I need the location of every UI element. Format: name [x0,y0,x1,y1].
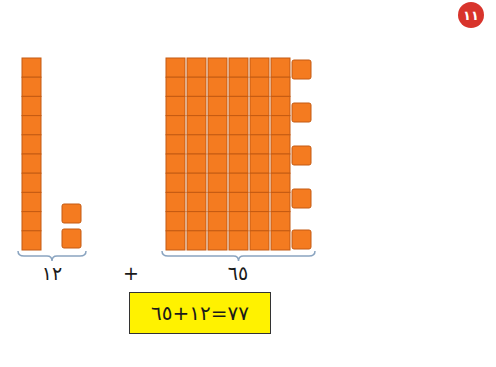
rod-cell [250,58,269,77]
rod-cell [187,58,206,77]
ten-rod [208,58,227,250]
rod-cell [229,96,248,115]
brace [18,251,86,261]
number-label: ٦٥ [228,262,248,284]
ten-rod [229,58,248,250]
rod-cell [166,192,185,211]
rod-cell [187,77,206,96]
rod-cell [229,116,248,135]
rod-cell [229,192,248,211]
rod-cell [166,116,185,135]
rod-cell [187,116,206,135]
rod-cell [229,77,248,96]
rod-cell [166,58,185,77]
rod-cell [22,212,41,231]
rod-cell [271,116,290,135]
rod-cell [271,58,290,77]
rod-cell [271,77,290,96]
number-label: ١٢ [42,262,62,284]
rod-cell [187,212,206,231]
rod-cell [22,116,41,135]
rod-cell [208,77,227,96]
rod-cell [250,192,269,211]
brace [162,251,315,261]
unit-cube [292,189,311,208]
exercise-number-text: ١١ [463,8,479,23]
rod-cell [250,77,269,96]
rod-cell [229,58,248,77]
unit-cube [292,103,311,122]
rod-cell [187,96,206,115]
rod-cell [208,58,227,77]
ten-rod [250,58,269,250]
rod-cell [22,173,41,192]
rod-cell [22,154,41,173]
rod-cell [229,212,248,231]
rod-cell [187,154,206,173]
rod-cell [250,116,269,135]
rod-cell [22,96,41,115]
unit-cube [62,229,81,248]
rod-cell [187,135,206,154]
rod-cell [250,231,269,250]
rod-cell [250,96,269,115]
rod-cell [271,154,290,173]
rod-cell [208,96,227,115]
rod-cell [22,77,41,96]
unit-cube [292,146,311,165]
rod-cell [271,135,290,154]
rod-cell [250,154,269,173]
rod-cell [208,116,227,135]
rod-cell [208,231,227,250]
ten-rod [166,58,185,250]
rod-cell [166,154,185,173]
unit-cube [62,204,81,223]
rod-cell [208,192,227,211]
rod-cell [22,231,41,250]
rod-cell [166,135,185,154]
rod-cell [208,135,227,154]
rod-cell [22,135,41,154]
unit-cube [292,230,311,249]
rod-cell [271,231,290,250]
rod-cell [166,77,185,96]
rod-cell [271,192,290,211]
rod-cell [271,173,290,192]
ten-rod [22,58,41,250]
rod-cell [271,212,290,231]
rod-cell [166,231,185,250]
equation-box-text: ٧٧=١٢+٦٥ [151,301,249,325]
rod-cell [22,192,41,211]
equation-box: ٧٧=١٢+٦٥ [129,292,271,334]
rod-cell [229,154,248,173]
exercise-number: ١١ [458,2,484,28]
rod-cell [229,135,248,154]
plus-sign: + [123,262,139,284]
rod-cell [208,212,227,231]
rod-cell [208,173,227,192]
rod-cell [250,173,269,192]
ten-rod [271,58,290,250]
rod-cell [22,58,41,77]
ten-rod [187,58,206,250]
rod-cell [166,212,185,231]
rod-cell [229,231,248,250]
rod-cell [187,231,206,250]
rod-cell [271,96,290,115]
rod-cell [187,192,206,211]
rod-cell [166,96,185,115]
rod-cell [208,154,227,173]
rod-cell [166,173,185,192]
unit-cube [292,60,311,79]
rod-cell [187,173,206,192]
rod-cell [229,173,248,192]
rod-cell [250,135,269,154]
rod-cell [250,212,269,231]
